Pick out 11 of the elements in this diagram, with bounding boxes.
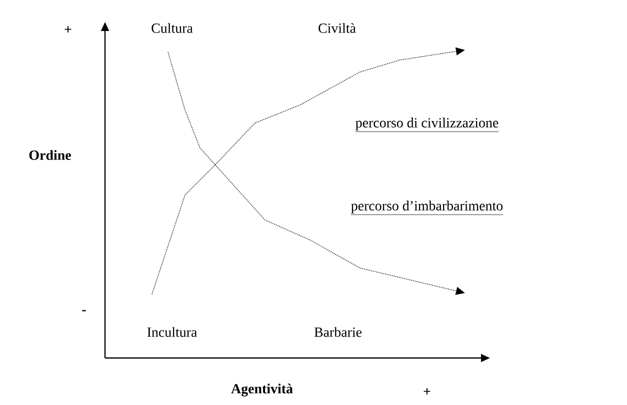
path-label: percorso d’imbarbarimento: [350, 200, 504, 215]
axis-title: Agentività: [231, 384, 293, 396]
quadrant-label: Incultura: [147, 327, 197, 337]
axis-title: Ordine: [29, 150, 71, 160]
axis-sign: +: [64, 26, 72, 33]
path-label: percorso di civilizzazione: [355, 118, 499, 132]
quadrant-label: Civiltà: [318, 23, 356, 33]
quadrant-label: Cultura: [152, 23, 193, 33]
axis-sign: +: [424, 388, 430, 395]
quadrant-label: Barbarie: [314, 327, 362, 337]
axis-sign: -: [82, 310, 86, 312]
